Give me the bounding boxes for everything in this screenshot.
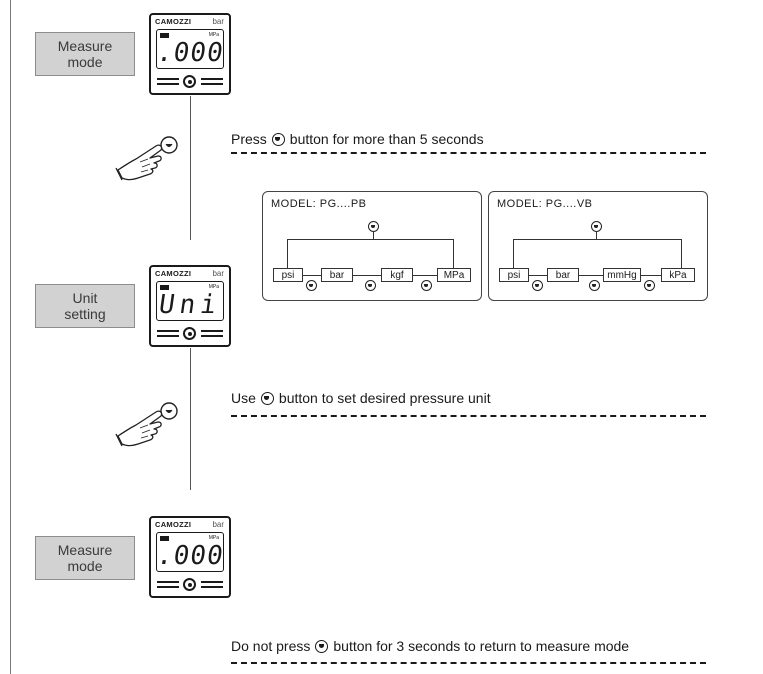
instruction-text-after: button to set desired pressure unit	[278, 390, 491, 406]
unit-kpa: kPa	[661, 268, 695, 282]
mode-button-icon	[306, 280, 317, 291]
device-unit-label: bar	[212, 520, 224, 529]
mode-button-icon	[532, 280, 543, 291]
pressure-gauge-device: CAMOZZI bar MPa Uni	[149, 265, 231, 347]
step-label-line1: Measure	[57, 38, 113, 54]
step-label-line2: setting	[64, 306, 106, 322]
instruction-text-before: Use	[231, 390, 256, 406]
dashed-divider	[231, 415, 706, 417]
mode-button-icon	[644, 280, 655, 291]
instruction-text-before: Do not press	[231, 638, 311, 654]
mode-button-icon	[271, 132, 285, 146]
pressure-gauge-device: CAMOZZI bar MPa .000	[149, 516, 231, 598]
model-vb-panel: MODEL: PG....VB psi bar mmHg kPa	[488, 191, 708, 301]
dashed-divider	[231, 662, 706, 664]
unit-psi: psi	[273, 268, 303, 282]
mode-button-icon	[260, 391, 274, 405]
unit-psi: psi	[499, 268, 529, 282]
device-unit-label: bar	[212, 269, 224, 278]
model-title: MODEL: PG....VB	[497, 198, 593, 210]
hand-pressing-button-icon	[115, 136, 178, 181]
device-display: MPa .000	[154, 532, 226, 572]
display-reading: .000	[154, 541, 226, 571]
battery-icon	[160, 536, 169, 541]
hand-pressing-button-icon	[115, 402, 178, 447]
display-reading: Uni	[156, 290, 224, 320]
device-keypad	[157, 75, 223, 89]
device-display: MPa Uni	[156, 281, 224, 321]
device-brand: CAMOZZI	[155, 269, 192, 278]
step-label-line1: Measure	[57, 542, 113, 558]
unit-kgf: kgf	[381, 268, 413, 282]
device-keypad	[157, 327, 223, 341]
flow-line-1	[190, 96, 191, 240]
instruction-text-after: button for more than 5 seconds	[289, 131, 484, 147]
instruction-press-5s: Press button for more than 5 seconds	[231, 131, 484, 147]
display-unit: MPa	[208, 284, 219, 290]
device-display: MPa .000	[154, 29, 226, 69]
model-pb-panel: MODEL: PG....PB psi bar kgf MPa	[262, 191, 482, 301]
pressure-gauge-device: CAMOZZI bar MPa .000	[149, 13, 231, 95]
mode-button-icon	[365, 280, 376, 291]
model-title: MODEL: PG....PB	[271, 198, 367, 210]
step-label-line2: mode	[67, 558, 103, 574]
battery-icon	[160, 33, 169, 38]
battery-icon	[160, 285, 169, 290]
device-button-icon[interactable]	[183, 578, 196, 591]
mode-button-icon	[421, 280, 432, 291]
mode-button-icon	[589, 280, 600, 291]
step-label-line2: mode	[67, 54, 103, 70]
unit-setting-label: Unit setting	[35, 284, 135, 328]
mode-button-icon	[368, 221, 379, 232]
measure-mode-label: Measure mode	[35, 32, 135, 76]
flow-line-2	[190, 348, 191, 490]
unit-mpa: MPa	[437, 268, 471, 282]
display-reading: .000	[154, 38, 226, 68]
instruction-text-before: Press	[231, 131, 267, 147]
device-unit-label: bar	[212, 17, 224, 26]
unit-bar: bar	[547, 268, 579, 282]
device-button-icon[interactable]	[183, 327, 196, 340]
instruction-return-measure: Do not press button for 3 seconds to ret…	[231, 638, 629, 654]
instruction-set-unit: Use button to set desired pressure unit	[231, 390, 491, 406]
device-brand: CAMOZZI	[155, 17, 192, 26]
device-button-icon[interactable]	[183, 75, 196, 88]
left-margin-rule	[10, 0, 11, 674]
instruction-text-after: button for 3 seconds to return to measur…	[333, 638, 630, 654]
unit-mmhg: mmHg	[603, 268, 641, 282]
mode-button-icon	[591, 221, 602, 232]
step-label-line1: Unit	[72, 290, 98, 306]
measure-mode-label: Measure mode	[35, 536, 135, 580]
dashed-divider	[231, 152, 706, 154]
mode-button-icon	[315, 639, 329, 653]
device-brand: CAMOZZI	[155, 520, 192, 529]
display-unit: MPa	[208, 535, 219, 541]
display-unit: MPa	[208, 32, 219, 38]
unit-bar: bar	[321, 268, 353, 282]
device-keypad	[157, 578, 223, 592]
